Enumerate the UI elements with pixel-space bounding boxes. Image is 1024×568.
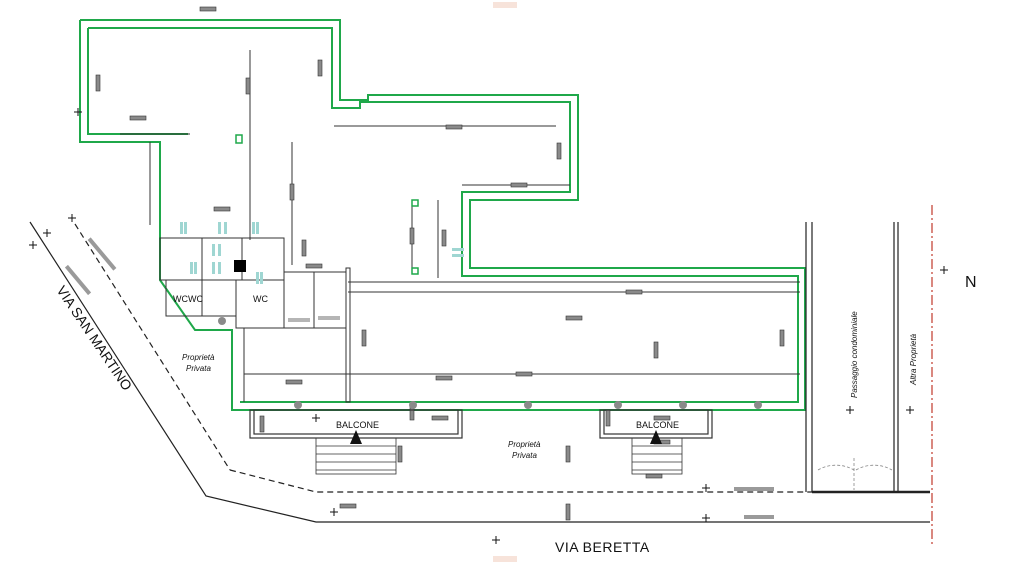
pilasters <box>235 134 419 275</box>
black-column <box>234 260 246 272</box>
columns <box>218 317 762 409</box>
street-label-via-beretta: VIA BERETTA <box>555 539 650 555</box>
counters <box>288 316 340 322</box>
site-boundaries <box>29 221 930 523</box>
north-label: N <box>965 274 977 291</box>
note-passage: Passaggio condominiale <box>850 311 859 398</box>
note-private-2-line1: Proprietà <box>508 440 541 449</box>
page-tab-top <box>493 2 517 8</box>
page-tab-bottom <box>493 556 517 562</box>
stairs <box>315 437 683 475</box>
gate <box>817 458 893 490</box>
balcony-label-right: BALCONE <box>636 420 679 430</box>
building-walls <box>79 19 806 411</box>
room-label-wc-left: WCWC <box>173 294 203 304</box>
survey-markers <box>29 108 948 544</box>
note-other-property: Altra Proprietà <box>909 333 918 386</box>
balcony-label-left: BALCONE <box>336 420 379 430</box>
street-label-via-san-martino: VIA SAN MARTINO <box>54 283 136 394</box>
street-bars <box>64 237 774 519</box>
room-label-wc-right: WC <box>253 294 268 304</box>
note-private-2-line2: Privata <box>512 451 537 460</box>
stair-arrow-left <box>350 430 362 444</box>
note-private-1-line2: Privata <box>186 364 211 373</box>
fixture-marks <box>180 222 464 284</box>
door-symbols <box>95 6 785 521</box>
stair-arrow-right <box>650 430 662 444</box>
note-private-1-line1: Proprietà <box>182 353 215 362</box>
